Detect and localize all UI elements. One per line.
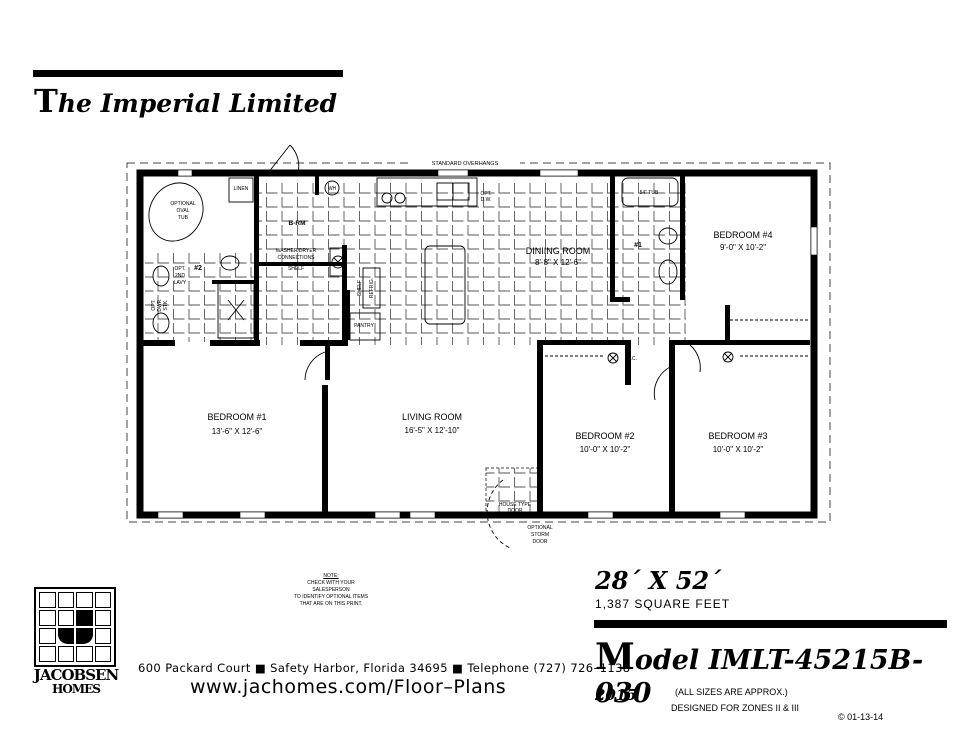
- dishwasher-label: D.W.: [481, 197, 492, 203]
- lavatory-icon: [152, 265, 170, 287]
- home-dimensions: 28´ X 52´: [595, 566, 722, 595]
- oval-tub-label: TUB: [178, 215, 189, 221]
- lavy-label: 2ND: [175, 273, 185, 279]
- tub-label: 54" TUB: [640, 190, 659, 196]
- note-line: CHECK WITH YOUR SALESPERSON: [307, 580, 355, 593]
- fixtures: [148, 144, 808, 549]
- toilet-icon: [220, 255, 240, 271]
- shower-icon: [227, 299, 245, 321]
- washer-label: CONNECTIONS: [278, 255, 316, 261]
- bedroom1-label: BEDROOM #1: [207, 412, 266, 422]
- shelf-label: SHELF: [357, 280, 363, 296]
- house-door-label: HOUSE TYPE: [499, 502, 532, 508]
- washer-label: WASHER/DRYER: [276, 248, 317, 254]
- shelf-label: SHELF: [288, 266, 304, 272]
- brm-label: B-RM: [289, 220, 306, 227]
- title-rule: [33, 70, 343, 77]
- oval-tub-icon: [148, 182, 204, 242]
- pantry-label: PANTRY: [354, 323, 374, 329]
- note-line: THAT ARE ON THIS PRINT.: [299, 601, 363, 607]
- drawer-label: OPT.: [151, 299, 157, 310]
- bedroom2-size: 10'-0" X 10'-2": [580, 445, 631, 454]
- bedroom4-label: BEDROOM #4: [713, 230, 772, 240]
- dishwasher-label: OPT.: [480, 191, 491, 197]
- model-rule: [594, 620, 947, 628]
- living-room-label: LIVING ROOM: [402, 412, 462, 422]
- interior-walls: [140, 173, 810, 515]
- model-year: 2015: [595, 686, 637, 704]
- bath1-label: #1: [634, 242, 642, 249]
- kitchen-island: [424, 245, 466, 325]
- approx-note: (ALL SIZES ARE APPROX.): [675, 687, 788, 697]
- address: 600 Packard Court ■ Safety Harbor, Flori…: [138, 661, 631, 675]
- bedroom1-size: 13'-6" X 12'-6": [212, 427, 263, 436]
- copyright-date: © 01-13-14: [838, 712, 884, 722]
- overhang-label: STANDARD OVERHANGS: [432, 161, 499, 167]
- bedroom3-label: BEDROOM #3: [708, 431, 767, 441]
- square-feet: 1,387 SQUARE FEET: [595, 597, 731, 611]
- windows: [157, 169, 818, 519]
- title-initial: T: [34, 82, 58, 120]
- bedroom4-size: 9'-0" X 10'-2": [720, 243, 766, 252]
- living-room-size: 16'-5" X 12'-10": [405, 426, 460, 435]
- floor-plan: STANDARD OVERHANGS: [126, 144, 831, 549]
- note: NOTE: CHECK WITH YOUR SALESPERSON TO IDE…: [290, 573, 372, 608]
- page-title: The Imperial Limited: [34, 82, 337, 120]
- refrigerator-label: REFRIG.: [369, 278, 375, 298]
- drawer-label: DWR.: [157, 298, 163, 311]
- storm-door-label: STORM: [531, 532, 549, 538]
- dining-room-size: 8'-8" X 12'-6": [535, 258, 581, 267]
- water-heater-icon: [324, 180, 340, 196]
- note-line: TO IDENTIFY OPTIONAL ITEMS: [293, 594, 369, 600]
- bathtub-icon: [621, 177, 679, 207]
- burner-icon: [394, 192, 406, 204]
- toilet-icon: [658, 259, 678, 285]
- model-initial: M: [595, 636, 635, 678]
- bedroom3-size: 10'-0" X 10'-2": [713, 445, 764, 454]
- note-title: NOTE:: [323, 573, 339, 579]
- lavy-label: OPT.: [174, 266, 185, 272]
- door-swing: [267, 144, 300, 174]
- oval-tub-label: OPTIONAL: [170, 201, 196, 207]
- linen-label: LINEN: [234, 186, 249, 192]
- logo-sub: HOMES: [52, 682, 101, 696]
- logo-name: JACOBSEN: [33, 666, 119, 684]
- house-door-label: DOOR: [508, 508, 523, 514]
- burner-icon: [381, 192, 393, 204]
- water-heater-label: WH: [328, 186, 337, 192]
- storm-door-label: OPTIONAL: [527, 525, 553, 531]
- title-text: he Imperial Limited: [57, 89, 338, 118]
- oval-tub-label: OVAL: [177, 208, 190, 214]
- model-number: Model IMLT-45215B-030: [595, 636, 975, 709]
- bedroom2-label: BEDROOM #2: [575, 431, 634, 441]
- bath2-tile: [145, 250, 255, 342]
- website-link[interactable]: www.jachomes.com/Floor–Plans: [190, 676, 507, 698]
- dining-room-label: DINIING ROOM: [526, 246, 591, 256]
- lavy-label: LAVY: [174, 280, 187, 286]
- drawer-label: STK.: [163, 299, 169, 310]
- storm-door-label: DOOR: [533, 539, 548, 545]
- model-text: odel IMLT-45215B-030: [595, 645, 924, 709]
- lavatory-icon: [152, 312, 170, 334]
- bath2-label: #2: [194, 265, 202, 272]
- zones-note: DESIGNED FOR ZONES II & III: [671, 703, 800, 713]
- ac-vent-icon: [331, 255, 345, 269]
- jacobsen-logo: [34, 587, 116, 667]
- entry-tile: [485, 467, 541, 514]
- ac-label: A.C.: [627, 356, 637, 362]
